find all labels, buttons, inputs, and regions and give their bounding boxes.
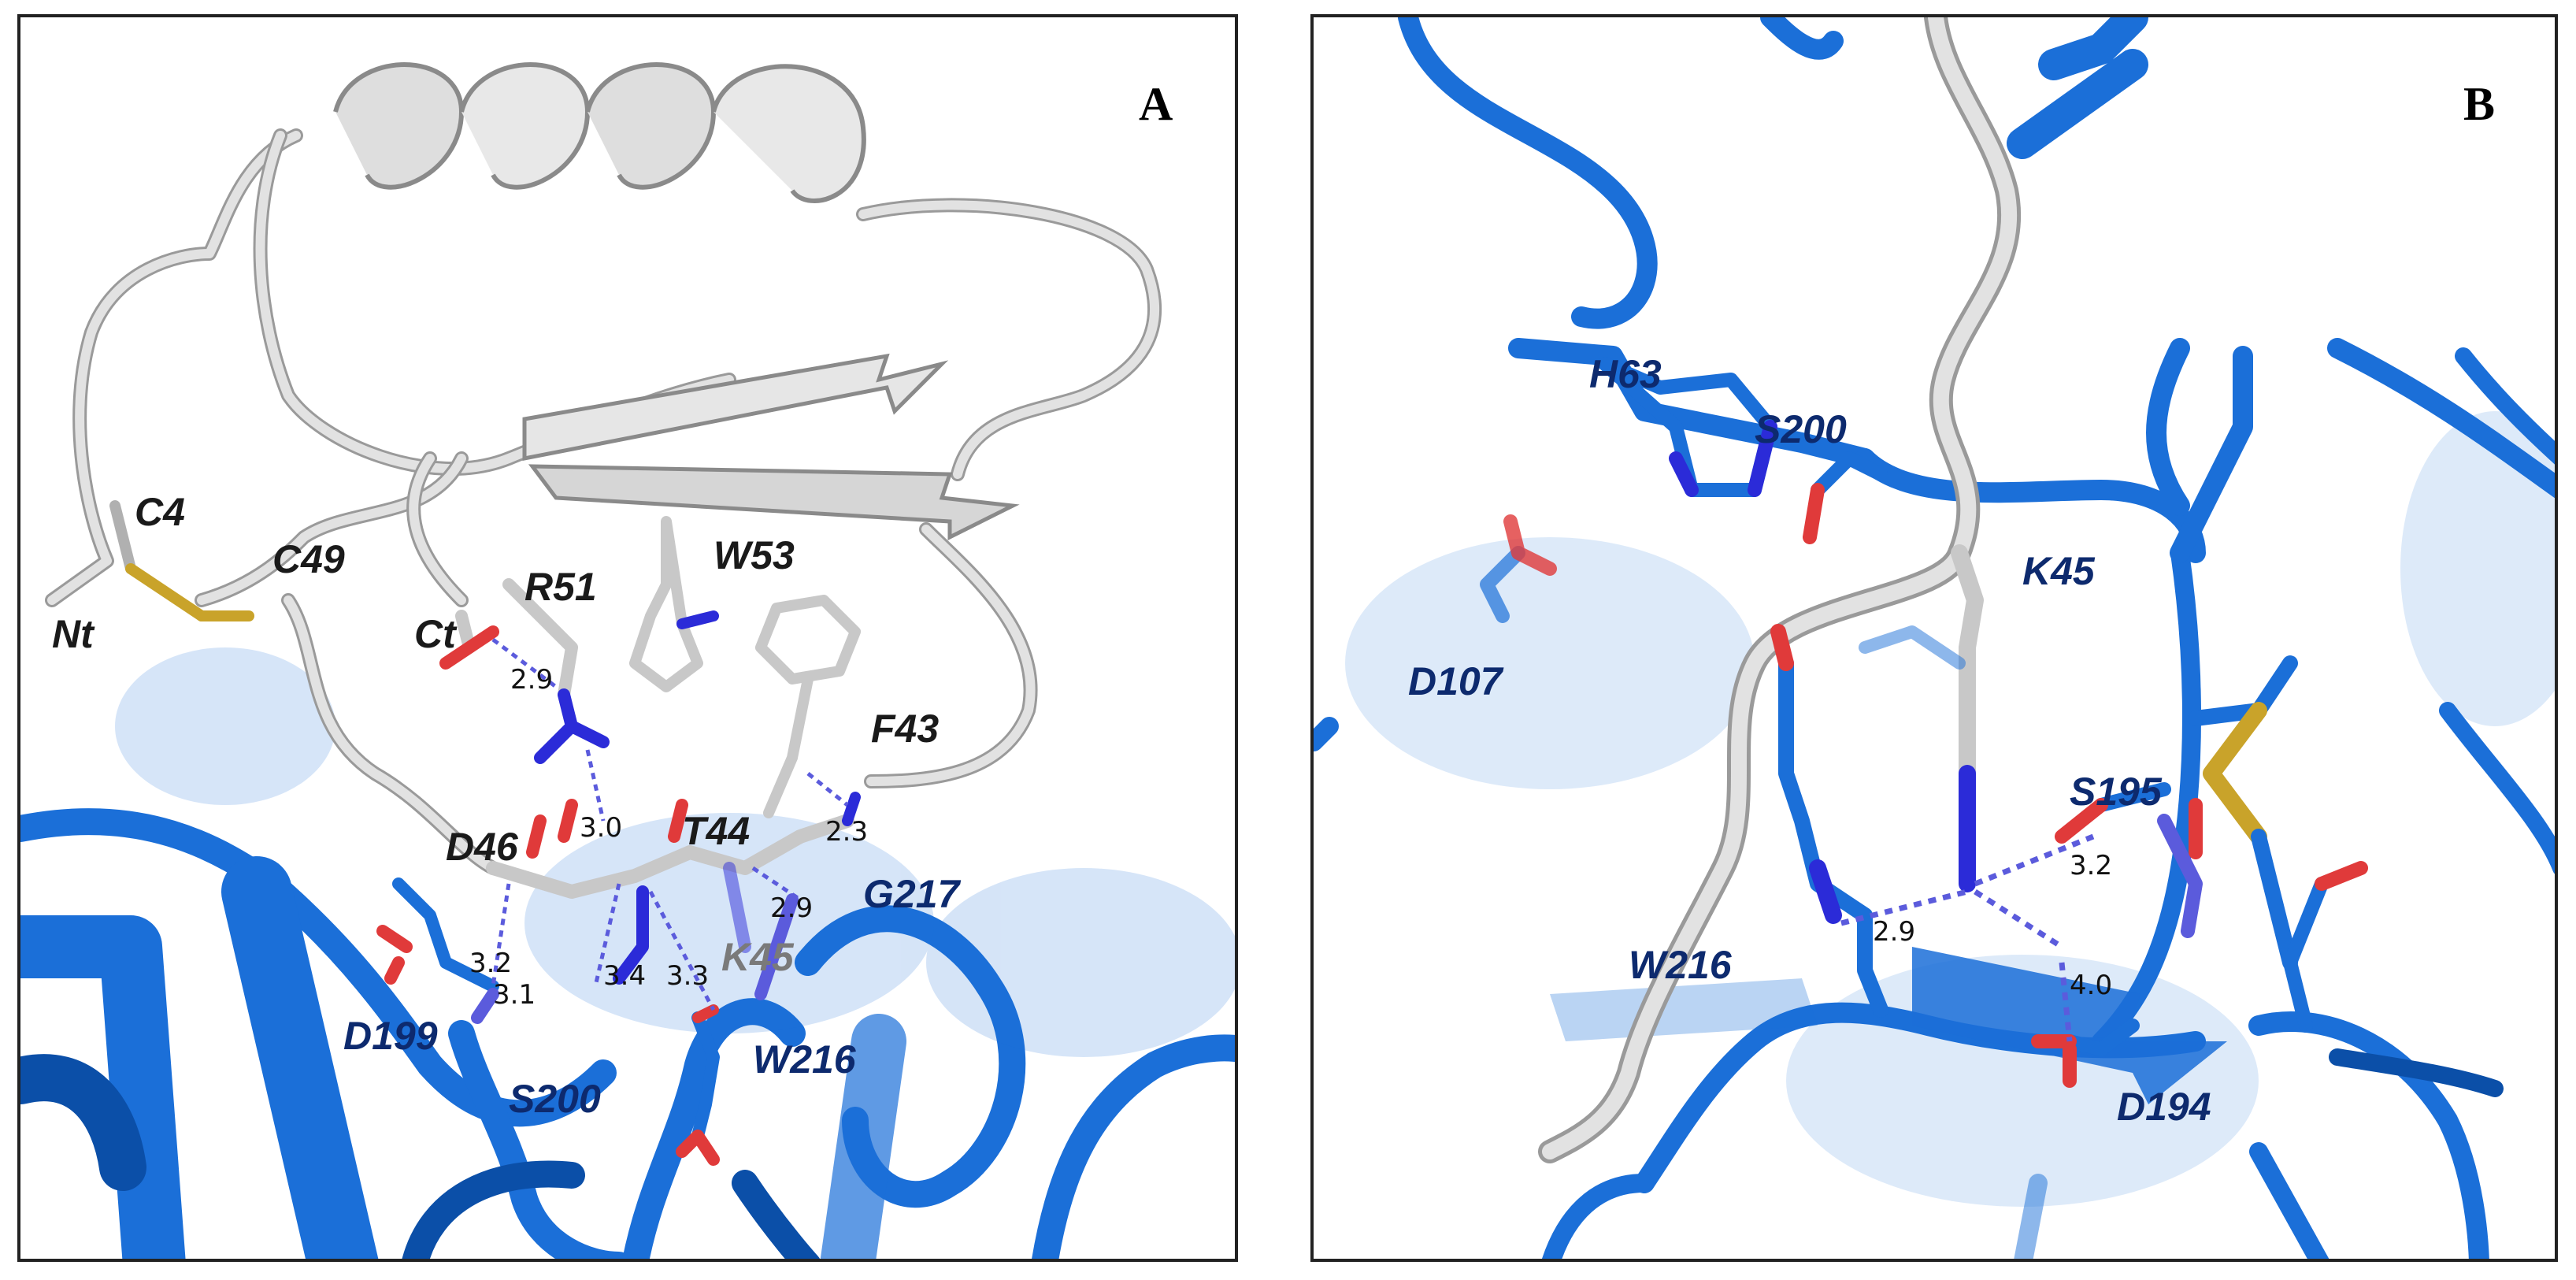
protease-ribbon-a <box>20 808 1235 1259</box>
label-nt: Nt <box>52 612 95 656</box>
label-d107: D107 <box>1408 659 1504 703</box>
distance-label: 3.0 <box>580 812 622 844</box>
label-h63: H63 <box>1589 352 1662 396</box>
label-f43: F43 <box>871 707 939 751</box>
label-k45: K45 <box>721 935 795 979</box>
label-d199: D199 <box>343 1014 438 1058</box>
label-g217: G217 <box>863 872 962 916</box>
label-w216: W216 <box>753 1037 857 1082</box>
distance-label: 3.1 <box>493 979 536 1011</box>
label-s200: S200 <box>509 1077 601 1121</box>
panel-a-structure: C4 C49 Nt R51 W53 Ct F43 T44 D46 K45 G21… <box>20 62 1235 1259</box>
sidechains-b <box>1480 357 2368 1088</box>
label-s200: S200 <box>1755 407 1847 451</box>
label-c49: C49 <box>272 537 345 581</box>
label-k45: K45 <box>2022 549 2096 593</box>
panel-label-a: A <box>1139 78 1173 130</box>
label-c4: C4 <box>135 490 185 534</box>
distance-label: 2.3 <box>825 816 868 848</box>
distance-label: 3.2 <box>469 948 512 979</box>
distance-label: 4.0 <box>2070 970 2112 1001</box>
hbonds-a <box>491 638 849 1011</box>
distance-label: 3.3 <box>666 960 709 992</box>
label-t44: T44 <box>682 809 750 853</box>
hbonds-b <box>1840 833 2095 1042</box>
ligand-ribbon-a <box>45 128 1162 875</box>
label-d46: D46 <box>446 825 519 869</box>
label-w216: W216 <box>1629 943 1733 987</box>
distance-label: 2.9 <box>1873 916 1915 948</box>
ligand-sheet-a <box>522 353 1020 541</box>
label-d194: D194 <box>2117 1085 2211 1129</box>
label-s195: S195 <box>2070 770 2163 814</box>
protease-surface-b <box>1345 411 2555 1207</box>
ligand-helix-a <box>333 62 866 203</box>
distance-label: 3.4 <box>603 960 646 992</box>
label-w53: W53 <box>713 533 795 577</box>
sidechains-a <box>376 516 861 1166</box>
panel-a: C4 C49 Nt R51 W53 Ct F43 T44 D46 K45 G21… <box>17 14 1238 1262</box>
label-ct: Ct <box>414 612 458 656</box>
ligand-ribbon-b <box>1538 17 2022 1163</box>
distance-label: 2.9 <box>510 664 553 696</box>
panel-label-b: B <box>2463 78 2495 130</box>
panel-b-structure: H63 S200 K45 D107 S195 W216 D194 2.9 3.2… <box>1314 17 2555 1259</box>
distance-label: 2.9 <box>770 892 813 924</box>
disulfide-a <box>109 500 254 621</box>
label-r51: R51 <box>524 565 597 609</box>
panel-b: H63 S200 K45 D107 S195 W216 D194 2.9 3.2… <box>1310 14 2558 1262</box>
distance-label: 3.2 <box>2070 850 2112 881</box>
